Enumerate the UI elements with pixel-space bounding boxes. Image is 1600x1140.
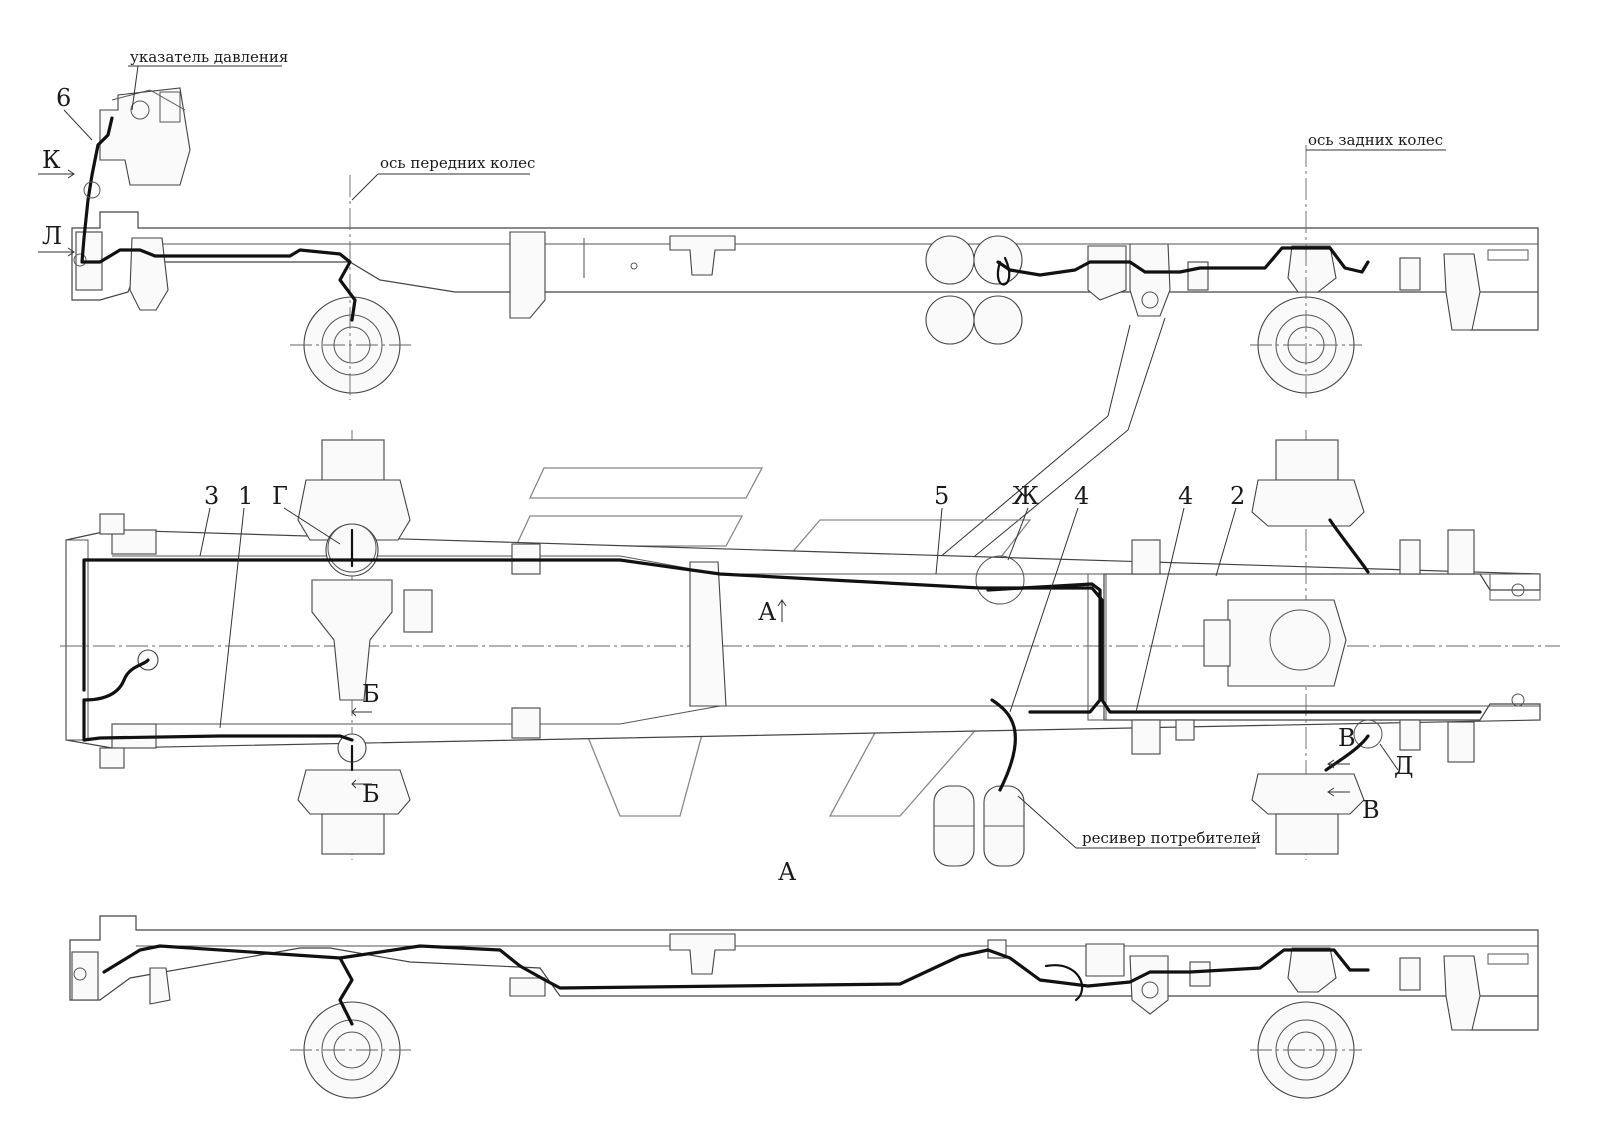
- callout-4-right: 4: [1178, 482, 1193, 510]
- consumer-receiver-label: ресивер потребителей: [1082, 829, 1261, 847]
- rear-hub-lower: [1251, 773, 1365, 855]
- front-hub-upper: [297, 439, 411, 577]
- bottom-side-view: [69, 915, 1539, 1099]
- front-hub-lower: [297, 733, 411, 855]
- plan-view: [60, 430, 1560, 867]
- consumer-receivers: [933, 785, 1025, 867]
- view-a-title: А: [778, 858, 796, 886]
- rear-wheel-bottom: [1257, 1001, 1355, 1099]
- callout-v-lower: В: [1362, 796, 1380, 824]
- callout-b-upper: Б: [362, 680, 380, 708]
- callout-2: 2: [1230, 482, 1245, 510]
- callout-l: Л: [42, 222, 62, 250]
- callout-5: 5: [934, 482, 949, 510]
- pressure-gauge-label: указатель давления: [130, 48, 288, 66]
- callout-g: Г: [272, 482, 288, 510]
- front-axle-label: ось передних колес: [380, 154, 535, 172]
- top-side-view: [71, 87, 1539, 701]
- callout-d: Д: [1394, 752, 1414, 780]
- callout-4-left: 4: [1074, 482, 1089, 510]
- callout-k: К: [42, 146, 61, 174]
- callout-6: 6: [56, 84, 71, 112]
- callout-3: 3: [204, 482, 219, 510]
- callout-v-upper: В: [1338, 724, 1356, 752]
- callout-b-lower: Б: [362, 780, 380, 808]
- callout-zh: Ж: [1012, 482, 1039, 510]
- top-view-labels: указатель давления 6 К Л ось передних ко…: [38, 48, 1446, 257]
- rear-axle-label: ось задних колес: [1308, 131, 1443, 149]
- plan-view-labels: 3 1 Г 5 Ж 4 4 2 Б Б В В Д А ресивер потр…: [199, 482, 1414, 886]
- callout-1: 1: [238, 482, 253, 510]
- rear-hub-upper: [1251, 439, 1365, 527]
- view-a-arrow-label: А: [758, 598, 776, 626]
